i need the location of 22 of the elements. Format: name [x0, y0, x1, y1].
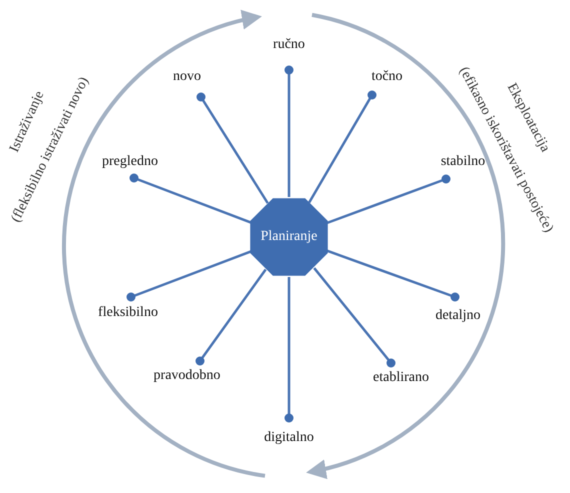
spoke-label: ručno	[273, 37, 305, 53]
spoke-label: detaljno	[435, 308, 481, 324]
spoke-label: etablirano	[373, 370, 429, 386]
spoke-label: novo	[173, 69, 201, 85]
connector-line	[196, 268, 267, 366]
connector-line	[196, 92, 269, 204]
spoke-label: fleksibilno	[98, 305, 158, 321]
connector-line	[126, 250, 252, 302]
connector-line	[284, 277, 294, 422]
connector-line	[130, 174, 252, 224]
connector-line	[308, 90, 376, 204]
connector-line	[284, 66, 294, 197]
spoke-label: točno	[371, 69, 403, 85]
connector-line	[326, 249, 460, 302]
connector-line	[326, 174, 450, 224]
spoke-label: pregledno	[102, 154, 158, 170]
spoke-label: stabilno	[440, 154, 486, 170]
spoke-label: digitalno	[264, 430, 314, 446]
spoke-label: pravodobno	[154, 368, 220, 384]
hub-label: Planiranje	[260, 229, 318, 245]
connector-line	[313, 267, 396, 368]
hub-octagon	[247, 195, 331, 279]
